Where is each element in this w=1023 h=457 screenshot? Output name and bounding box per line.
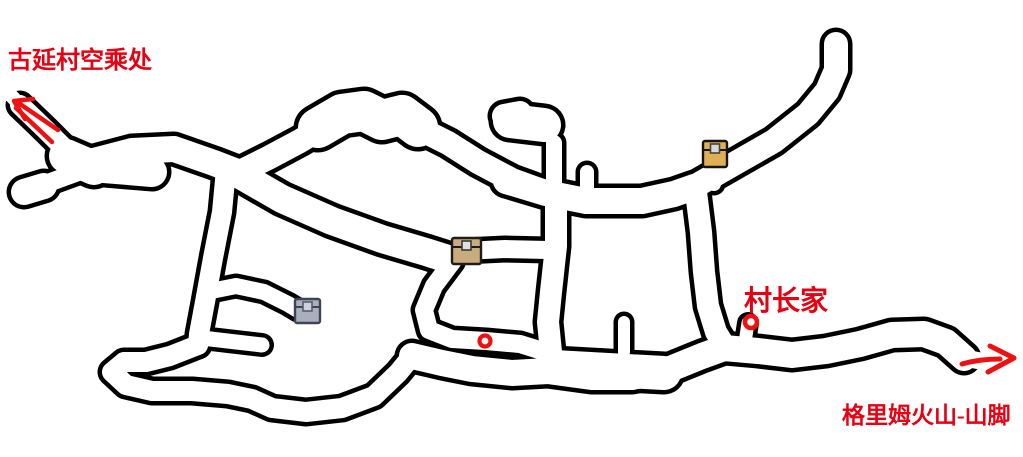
se-diagonal bbox=[228, 162, 462, 273]
treasure-chest-gold bbox=[701, 139, 729, 169]
arrow-exit-east-stroke bbox=[959, 356, 1003, 367]
west-bulge bbox=[89, 153, 167, 187]
chief-corridor bbox=[685, 181, 735, 356]
ne-diagonal-shaft bbox=[680, 32, 848, 200]
main-ew-corridor bbox=[493, 168, 707, 214]
treasure-chest-gold-latch-icon bbox=[709, 143, 721, 154]
treasure-chest-khaki-body bbox=[450, 236, 483, 266]
treasure-chest-khaki bbox=[450, 236, 483, 266]
arrow-exit-northwest bbox=[11, 96, 61, 145]
label-village-chief-house: 村长家 bbox=[744, 286, 829, 317]
map-floor-layer bbox=[0, 32, 999, 422]
poi-ring-south-door bbox=[477, 333, 493, 349]
gray-chest-branch bbox=[198, 278, 306, 318]
arrow-exit-northwest-stroke bbox=[11, 96, 36, 122]
bottom-corridor-wide bbox=[537, 350, 681, 390]
treasure-chest-gray bbox=[293, 297, 322, 325]
bottom-corridor bbox=[399, 321, 977, 390]
bumpy-room bbox=[298, 91, 438, 148]
treasure-chest-gray-latch-icon bbox=[302, 301, 313, 312]
arrow-exit-east-stroke bbox=[985, 343, 1017, 375]
treasure-chest-gold-body bbox=[701, 139, 729, 169]
southwest-loop bbox=[102, 335, 422, 422]
arrow-exit-northwest-stroke bbox=[17, 101, 61, 133]
p-room-west bbox=[492, 101, 532, 128]
treasure-chest-khaki-latch-icon bbox=[461, 240, 472, 251]
poi-ring-chief-door bbox=[742, 313, 760, 331]
central-ns-corridor bbox=[537, 187, 567, 363]
sw-spur-room bbox=[11, 173, 57, 205]
label-guyan-village-airship: 古延村空乘处 bbox=[8, 48, 152, 74]
ring-corridor bbox=[415, 253, 558, 362]
loop-stub bbox=[194, 330, 270, 353]
arrow-exit-east bbox=[959, 343, 1017, 375]
label-grimm-volcano-foot: 格里姆火山-山脚 bbox=[842, 403, 1011, 428]
